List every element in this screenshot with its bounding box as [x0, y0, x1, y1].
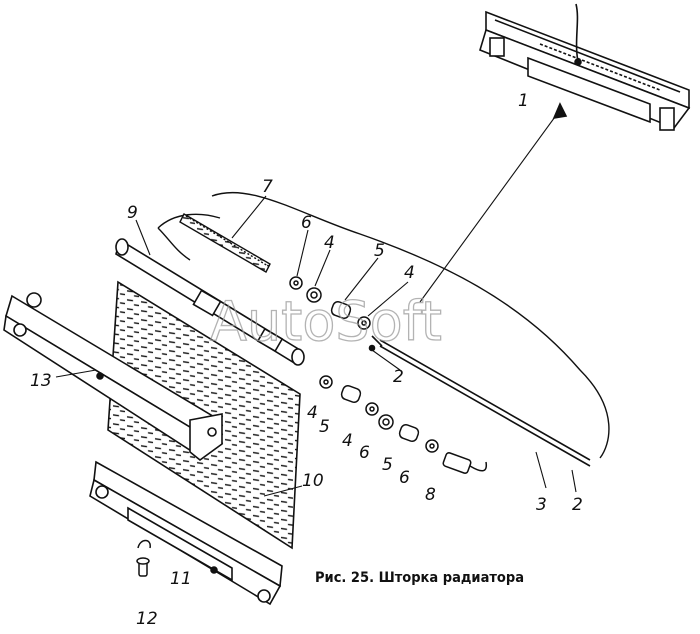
callout-12: 12: [136, 609, 158, 629]
callout-5-a: 5: [374, 241, 385, 261]
watermark: AutoSoft: [210, 290, 442, 353]
callout-1: 1: [518, 91, 529, 111]
top-rail: [3, 292, 223, 462]
cable-loop: [157, 191, 610, 459]
bottom-rail: [89, 460, 283, 606]
callout-13: 13: [30, 371, 52, 391]
bolt-and-clip: [136, 539, 151, 577]
top-hinge-bar: [479, 3, 691, 131]
callout-4-d: 4: [342, 431, 353, 451]
callout-5-c: 5: [382, 455, 393, 475]
callout-11: 11: [170, 569, 192, 589]
callout-4-c: 4: [307, 403, 318, 423]
callout-7: 7: [262, 177, 273, 197]
leader-lines: [55, 195, 577, 497]
callout-9: 9: [127, 203, 138, 223]
callout-6-c: 6: [399, 468, 410, 488]
spring-part: [179, 213, 271, 273]
callout-10: 10: [302, 471, 324, 491]
callout-2-lower: 2: [572, 495, 583, 515]
callout-4-a: 4: [324, 233, 335, 253]
callout-6-a: 6: [301, 213, 312, 233]
callout-2-upper: 2: [393, 367, 404, 387]
small-parts: [289, 276, 488, 474]
roller-shaft: [115, 238, 305, 366]
callout-6-b: 6: [359, 443, 370, 463]
callout-3: 3: [536, 495, 547, 515]
callout-8: 8: [425, 485, 436, 505]
control-rod: [368, 102, 591, 467]
callout-5-b: 5: [319, 417, 330, 437]
callout-4-b: 4: [404, 263, 415, 283]
figure-caption: Рис. 25. Шторка радиатора: [315, 570, 524, 586]
